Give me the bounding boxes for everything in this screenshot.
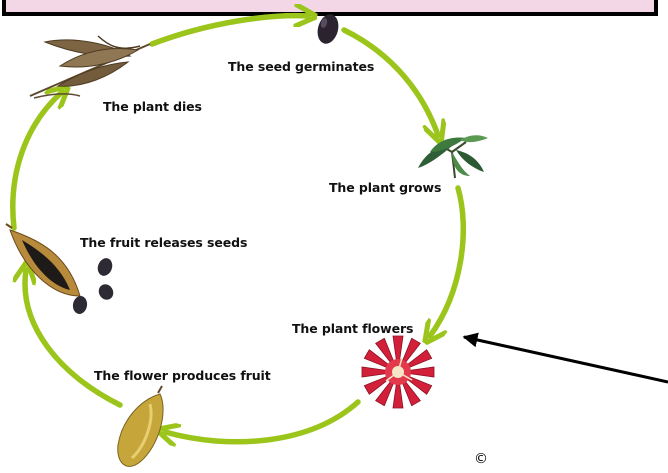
arrow-releases-to-dies xyxy=(13,92,62,228)
stage-label-plant-grows: The plant grows xyxy=(329,180,441,195)
fruit-icon xyxy=(118,386,163,466)
stage-label-plant-flowers: The plant flowers xyxy=(292,321,413,336)
pointer-arrow xyxy=(464,337,668,382)
copyright-mark: © xyxy=(474,451,488,467)
seed-icon xyxy=(314,12,341,46)
arrow-grows-to-flowers xyxy=(430,188,463,336)
arrow-dies-to-seed xyxy=(152,16,308,44)
released-seeds-icon xyxy=(72,256,117,315)
arrow-flowers-to-fruit xyxy=(165,402,358,442)
stage-label-plant-dies: The plant dies xyxy=(103,99,202,114)
flower-icon xyxy=(362,336,434,408)
growing-plant-icon xyxy=(418,135,488,178)
stage-label-seed-germinates: The seed germinates xyxy=(228,59,374,74)
stage-label-flower-produces-fruit: The flower produces fruit xyxy=(94,368,271,383)
stage-label-fruit-releases-seeds: The fruit releases seeds xyxy=(80,235,247,250)
dead-plant-icon xyxy=(30,36,150,98)
arrow-seed-to-grows xyxy=(344,30,438,135)
title-banner xyxy=(4,0,656,14)
open-fruit-icon xyxy=(6,224,80,296)
